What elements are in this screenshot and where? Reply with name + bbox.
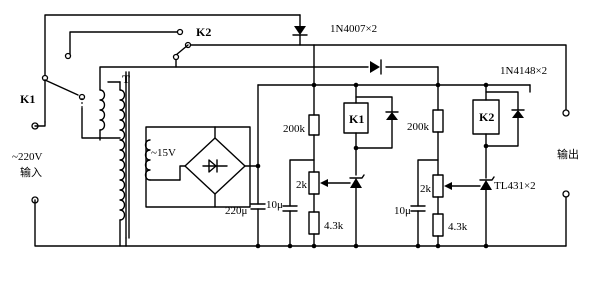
tl431-b xyxy=(480,180,492,190)
capacitor-10u-b-label: 10μ xyxy=(394,205,411,217)
input-section: ~220V 输入 xyxy=(12,79,127,247)
k1-contact-a xyxy=(64,52,72,60)
capacitor-220u: 220μ xyxy=(225,165,266,247)
channel-k2: 200k 2k 4.3k 10μ K2 TL431×2 xyxy=(394,84,536,247)
resistor-200k-a xyxy=(308,114,320,136)
output-section: 输出 xyxy=(557,109,579,247)
top-wiring xyxy=(44,14,567,111)
rectifier-section: ~15V xyxy=(144,126,259,208)
diode-1n4148-top: 1N4148×2 xyxy=(370,59,547,86)
transformer-tap-coil xyxy=(99,89,106,131)
secondary-voltage-label: ~15V xyxy=(151,147,176,159)
diode-1n4007-label: 1N4007×2 xyxy=(330,23,377,35)
input-text-label: 输入 xyxy=(20,165,42,179)
potentiometer-2k-a xyxy=(308,171,320,195)
potentiometer-2k-b xyxy=(432,174,444,198)
potentiometer-2k-b-label: 2k xyxy=(420,183,432,195)
k2-contact-a xyxy=(176,28,184,36)
k2-switch: K2 xyxy=(172,25,211,61)
k1-switch: K1 xyxy=(20,52,86,108)
k2-blade xyxy=(175,44,189,56)
channel-k1: 200k 2k 4.3k 10μ K1 xyxy=(266,84,399,247)
tl431-label: TL431×2 xyxy=(494,180,536,192)
diode-1n4148-label: 1N4148×2 xyxy=(500,65,547,77)
capacitor-220u-label: 220μ xyxy=(225,205,248,217)
resistor-4k3-a-label: 4.3k xyxy=(324,220,344,232)
k1-blade xyxy=(44,79,79,96)
resistor-200k-a-label: 200k xyxy=(283,123,306,135)
tl431-a xyxy=(350,178,362,188)
resistor-4k3-a xyxy=(308,211,320,235)
relay-k1-label: K1 xyxy=(349,112,364,126)
input-voltage-label: ~220V xyxy=(12,151,42,163)
positive-rail xyxy=(255,82,531,169)
secondary-coil xyxy=(144,139,151,181)
transformer-primary-coil xyxy=(119,89,126,221)
output-terminal-top xyxy=(562,109,570,117)
resistor-200k-b xyxy=(432,109,444,133)
transformer-label: T xyxy=(122,72,130,86)
resistor-200k-b-label: 200k xyxy=(407,121,430,133)
output-terminal-bottom xyxy=(562,190,570,198)
k1-label: K1 xyxy=(20,92,35,106)
ground-rail xyxy=(125,243,567,249)
output-text-label: 输出 xyxy=(557,147,579,161)
potentiometer-2k-a-label: 2k xyxy=(296,179,308,191)
k2-label: K2 xyxy=(196,25,211,39)
diode-1n4007: 1N4007×2 xyxy=(292,23,377,86)
transformer: T xyxy=(81,71,130,247)
relay-k2-label: K2 xyxy=(479,110,494,124)
capacitor-10u-a-label: 10μ xyxy=(266,199,283,211)
resistor-4k3-b xyxy=(432,213,444,237)
k2-contact-b xyxy=(172,53,180,61)
resistor-4k3-b-label: 4.3k xyxy=(448,221,468,233)
